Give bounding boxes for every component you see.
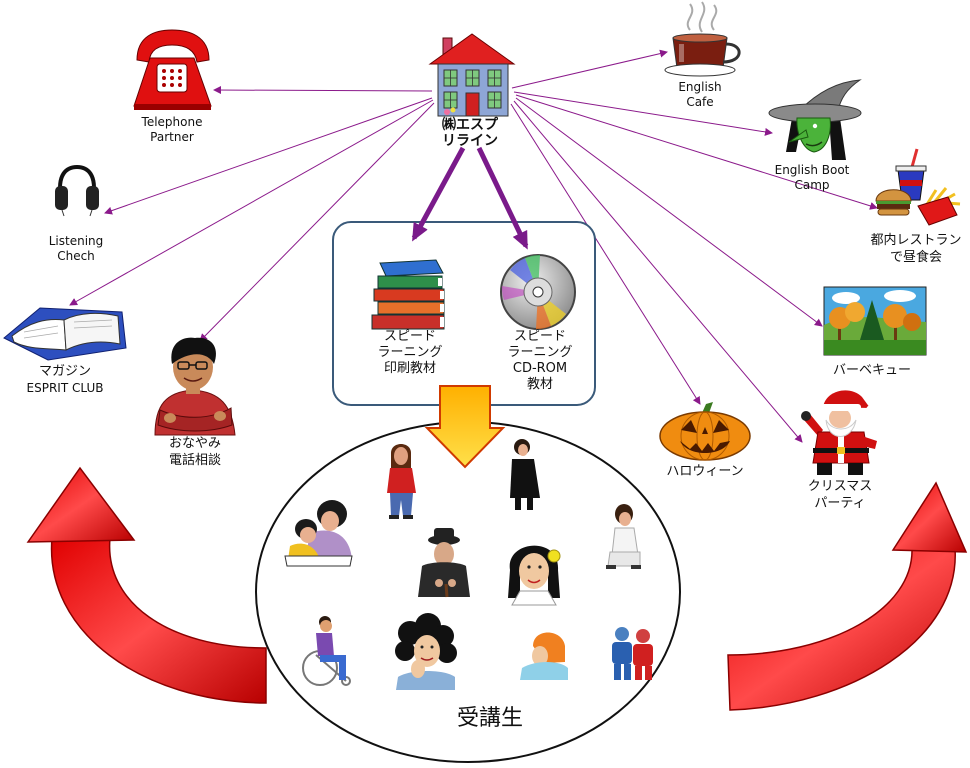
- boot-camp-label-line-1: English Boot: [774, 163, 850, 177]
- student-curly-hair-woman: [395, 613, 457, 690]
- print-material-label-line-3: 印刷教材: [383, 361, 437, 376]
- english-cafe-label-line-1: English: [678, 80, 722, 94]
- student-orange-hair-woman: [520, 632, 568, 680]
- connector-to-listening-check: [104, 97, 433, 215]
- connector-to-christmas: [513, 100, 803, 443]
- student-woman-black-suit: [510, 439, 540, 510]
- student-pair-pictogram: [612, 627, 653, 680]
- burger-icon: [875, 148, 961, 226]
- hub-label-line-2: リライン: [442, 133, 498, 149]
- connector-lines: [69, 49, 878, 443]
- connector-to-bbq: [515, 97, 823, 327]
- christmas-label-line-1: クリスマス: [807, 479, 873, 494]
- arrow-to-print-material: [411, 146, 466, 242]
- print-material-label-line-1: スピード: [383, 329, 437, 344]
- student-old-man-with-hat: [418, 528, 470, 598]
- left-cycle-arrow: [26, 466, 267, 704]
- lunch-label-line-1: 都内レストラン: [870, 233, 962, 248]
- landscape-icon: [823, 286, 927, 356]
- connector-to-telephone-partner: [213, 86, 433, 95]
- connector-to-consultation: [199, 102, 435, 342]
- consultation-label-line-1: おなやみ: [168, 436, 222, 451]
- print-material-label: スピード ラーニング 印刷教材: [377, 329, 442, 377]
- bbq-label: バーベキュー: [833, 362, 911, 379]
- telephone-partner-label-line-1: Telephone: [141, 115, 203, 129]
- telephone-partner-label: Telephone Partner: [142, 115, 203, 145]
- cd-material-label-line-3: CD-ROM: [512, 361, 568, 376]
- christmas-label: クリスマス パーティ: [808, 478, 873, 512]
- person-icon: [154, 337, 236, 436]
- listening-check-label-line-2: Chech: [57, 249, 95, 263]
- right-cycle-arrow-body: [727, 547, 956, 711]
- student-woman-with-flower: [508, 545, 561, 606]
- left-cycle-arrow-body: [50, 537, 267, 704]
- open-book-icon: [3, 307, 127, 361]
- connector-to-magazine: [69, 99, 434, 306]
- christmas-label-line-2: パーティ: [814, 496, 866, 511]
- santa-icon: [801, 390, 877, 475]
- consultation-label-line-2: 電話相談: [168, 453, 222, 468]
- student-mother-and-child: [284, 500, 353, 567]
- student-girl-sitting: [606, 504, 641, 569]
- student-wheelchair-user: [302, 616, 351, 686]
- witch-icon: [768, 79, 862, 160]
- cd-material-label-line-4: 教材: [526, 377, 554, 392]
- bbq-label-line-1: バーベキュー: [832, 363, 912, 378]
- material-arrows: [411, 146, 529, 250]
- student-figures: [284, 439, 653, 690]
- connector-to-lunch: [515, 94, 878, 210]
- hub-label: ㈱エスプ リライン: [442, 117, 498, 149]
- down-arrow: [424, 385, 506, 469]
- telephone-icon: [133, 29, 212, 110]
- lunch-label: 都内レストラン で昼食会: [870, 232, 961, 266]
- books-icon: [371, 259, 445, 330]
- print-material-label-line-2: ラーニング: [377, 345, 443, 360]
- magazine-label: マガジン ESPRIT CLUB: [27, 363, 104, 397]
- house-icon: [428, 33, 516, 117]
- consultation-label: おなやみ 電話相談: [169, 435, 221, 469]
- headphones-icon: [55, 164, 99, 217]
- listening-check-label-line-1: Listening: [48, 234, 104, 248]
- english-cafe-label: English Cafe: [678, 80, 721, 110]
- english-cafe-label-line-2: Cafe: [686, 95, 714, 109]
- hub-label-line-1: ㈱エスプ: [442, 117, 498, 133]
- boot-camp-label: English Boot Camp: [775, 163, 850, 193]
- cd-material-label-line-1: スピード: [513, 329, 567, 344]
- students-label-text: 受講生: [456, 706, 524, 731]
- pumpkin-icon: [659, 402, 751, 461]
- connector-to-english-cafe: [511, 49, 668, 89]
- students-label: 受講生: [457, 705, 523, 733]
- right-cycle-arrow-head: [891, 481, 968, 553]
- connector-to-boot-camp: [513, 91, 773, 136]
- coffee-cup-icon: [664, 1, 741, 77]
- lunch-label-line-2: で昼食会: [889, 250, 943, 265]
- arrow-to-cd-material: [476, 146, 529, 250]
- cd-icon: [500, 254, 576, 330]
- left-cycle-arrow-head: [26, 466, 136, 543]
- halloween-label: ハロウィーン: [666, 463, 743, 480]
- cd-material-label: スピード ラーニング CD-ROM 教材: [507, 329, 572, 393]
- cd-material-label-line-2: ラーニング: [507, 345, 573, 360]
- magazine-label-line-2: ESPRIT CLUB: [26, 381, 104, 395]
- magazine-label-line-1: マガジン: [38, 364, 92, 379]
- halloween-label-line-1: ハロウィーン: [666, 464, 744, 479]
- student-woman-red-top: [387, 444, 416, 519]
- boot-camp-label-line-2: Camp: [794, 178, 830, 192]
- right-cycle-arrow: [727, 481, 968, 711]
- telephone-partner-label-line-2: Partner: [150, 130, 194, 144]
- listening-check-label: Listening Chech: [49, 234, 104, 264]
- connector-to-halloween: [510, 103, 701, 405]
